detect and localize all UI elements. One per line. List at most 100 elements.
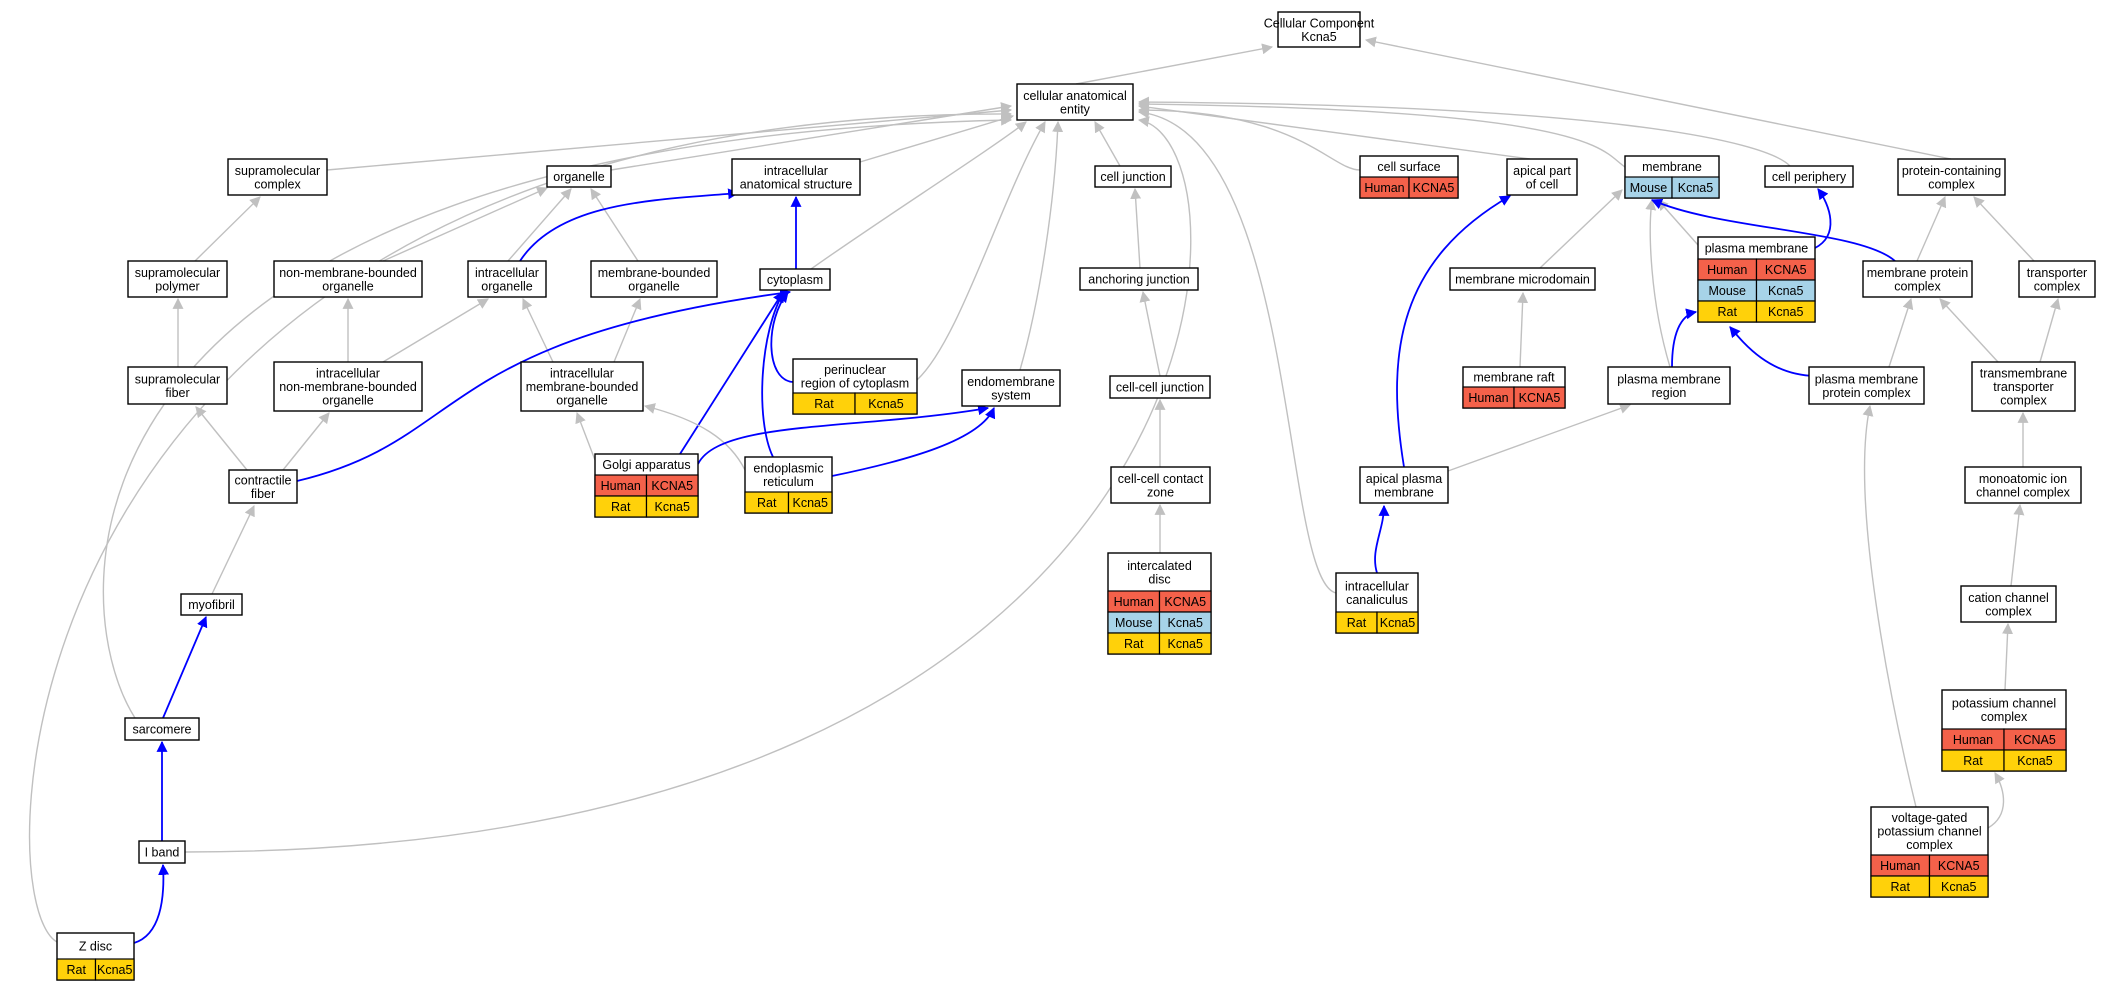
node-label-line: Kcna5 — [1301, 30, 1336, 44]
node-label-line: supramolecular — [135, 372, 220, 386]
node-i-band[interactable]: I band — [138, 840, 186, 864]
node-label-line: disc — [1148, 572, 1170, 586]
gene-label: Kcna5 — [1168, 616, 1203, 630]
node-sarcomere[interactable]: sarcomere — [124, 717, 200, 741]
gene-cell — [854, 392, 918, 415]
species-label: Human — [1880, 859, 1920, 873]
species-label: Human — [601, 479, 641, 493]
node-label-line: organelle — [556, 394, 607, 408]
node-label-line: complex — [1906, 838, 1953, 852]
node-box — [180, 593, 243, 616]
node-box — [1897, 158, 2006, 196]
node-label-line: supramolecular — [135, 266, 220, 280]
node-label-line: myofibril — [188, 598, 235, 612]
node-label-line: organelle — [481, 279, 532, 293]
species-label: Mouse — [1115, 616, 1153, 630]
node-label-line: intracellular — [475, 266, 539, 280]
gene-cell — [787, 491, 833, 514]
edge-membrane_protein_complex-to-membrane — [1650, 198, 1896, 262]
node-organelle[interactable]: organelle — [546, 165, 612, 188]
node-box — [1110, 466, 1211, 504]
gene-label: Kcna5 — [793, 496, 828, 510]
node-intracellular-nmbo[interactable]: intracellularnon-membrane-boundedorganel… — [273, 361, 423, 412]
node-label-line: complex — [2034, 279, 2081, 293]
edge-intracellular_mbo-to-membrane_bounded_organelle — [613, 297, 642, 363]
edge-plasma_membrane-to-cell_periphery — [1814, 188, 1832, 249]
node-membrane-microdomain[interactable]: membrane microdomain — [1449, 267, 1596, 291]
node-box — [731, 158, 861, 196]
node-label-line: fiber — [165, 386, 189, 400]
node-label-line: membrane raft — [1473, 371, 1555, 385]
node-cell-cell-junction[interactable]: cell-cell junction — [1109, 375, 1211, 399]
node-box — [127, 260, 228, 298]
node-label-line: voltage-gated — [1892, 811, 1968, 825]
node-anchoring-junction[interactable]: anchoring junction — [1079, 267, 1199, 291]
edge-apical_plasma_membrane-to-plasma_membrane_region — [1447, 403, 1632, 472]
node-cytoplasm[interactable]: cytoplasm — [759, 268, 831, 291]
node-label-line: cell periphery — [1772, 170, 1847, 184]
edge-voltage_gated-to-potassium_channel_complex — [1987, 772, 2005, 829]
gene-cell — [1671, 176, 1720, 199]
node-label-line: sarcomere — [132, 723, 191, 737]
species-label: Mouse — [1630, 181, 1668, 195]
edge-sarcomere-to-cae — [102, 114, 1013, 719]
node-cell-junction[interactable]: cell junction — [1094, 165, 1172, 188]
edge-cae-to-root — [1075, 43, 1274, 85]
node-label-line: monoatomic ion — [1979, 472, 2067, 486]
node-label-line: intracellular — [764, 164, 828, 178]
node-cell-periphery[interactable]: cell periphery — [1764, 165, 1854, 188]
edge-transporter_complex-to-protein_containing_complex — [1973, 196, 2035, 262]
species-label: Human — [1468, 391, 1508, 405]
node-label-line: organelle — [628, 279, 679, 293]
node-box — [1359, 466, 1449, 504]
node-myofibril[interactable]: myofibril — [180, 593, 243, 616]
node-label-line: transporter — [2027, 266, 2087, 280]
species-label: Human — [1707, 263, 1747, 277]
node-box — [273, 361, 423, 412]
gene-cell — [645, 495, 699, 518]
node-label-line: of cell — [1526, 177, 1559, 191]
node-box — [961, 369, 1061, 407]
node-label-line: membrane — [1374, 485, 1434, 499]
node-box — [1506, 158, 1578, 196]
node-label-line: canaliculus — [1346, 593, 1408, 607]
gene-label: Kcna5 — [1380, 616, 1415, 630]
node-label-line: protein-containing — [1902, 164, 2001, 178]
